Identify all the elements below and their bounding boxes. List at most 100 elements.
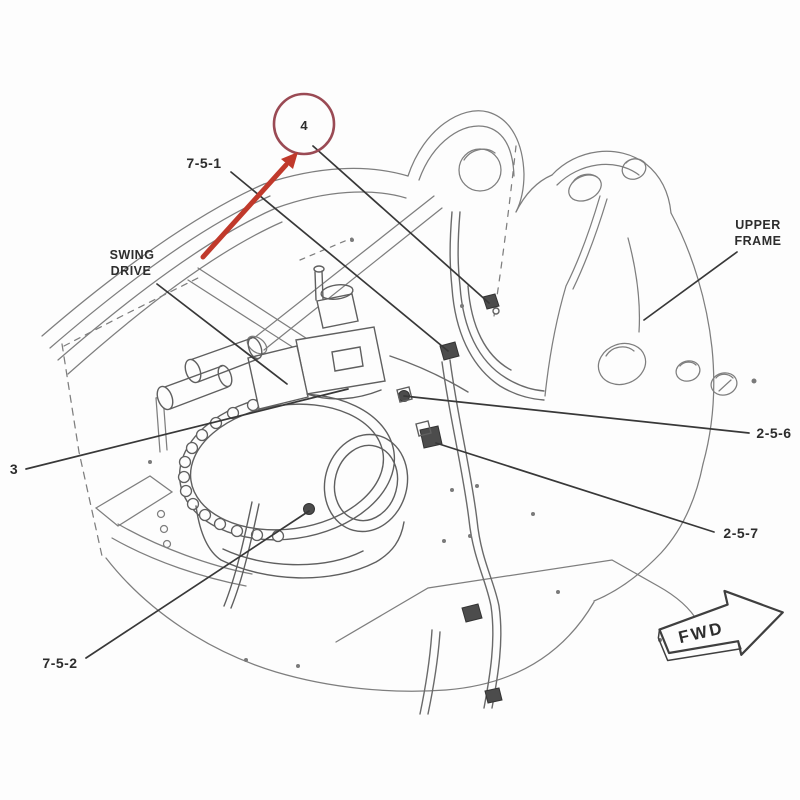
- callout-4-label: 4: [300, 118, 308, 133]
- breather-cap: [313, 265, 325, 273]
- callout-3-label: 3: [10, 461, 18, 477]
- callout-7-5-2-label: 7-5-2: [42, 655, 77, 671]
- frame-post: [155, 397, 161, 453]
- flange-bolt: [195, 428, 209, 442]
- callout-7-5-1-label: 7-5-1: [186, 155, 221, 171]
- port-cylinder-cap: [184, 358, 202, 384]
- tube-bundle: [457, 211, 545, 392]
- frame-hole: [675, 360, 701, 382]
- speck-dots: [148, 238, 662, 668]
- frame-beam-lower: [117, 523, 253, 575]
- drain-pipe: [449, 359, 502, 709]
- drain-pipe-branch: [419, 629, 433, 715]
- swing-drive-assembly: [156, 265, 409, 609]
- motor-hose: [389, 355, 469, 393]
- hose-loop-outer: [323, 433, 409, 533]
- frame-dash-tick: [299, 237, 353, 261]
- frame-hole-shade: [715, 373, 734, 379]
- swing-drive-label-line1: SWING: [110, 248, 155, 262]
- breather-stub: [314, 271, 317, 301]
- callout-labels: 7-5-1 4 3 2-5-6 2-5-7 7-5-2 SWING DRIVE …: [10, 118, 791, 671]
- drive-drum: [195, 505, 405, 579]
- leader-7-5-1: [230, 171, 449, 352]
- frame-hole: [458, 148, 502, 192]
- frame-right-lobe-inner: [556, 163, 640, 186]
- motor-detail: [331, 346, 364, 372]
- hydraulic-lines: [303, 211, 545, 715]
- drain-pipe-branch: [427, 631, 441, 715]
- leader-swing-drive: [156, 283, 288, 385]
- highlight-arrow-head: [281, 152, 298, 169]
- frame-plate: [94, 475, 174, 527]
- port-cylinder-cap: [156, 385, 174, 411]
- leader-4: [312, 145, 490, 304]
- frame-center-lobe: [407, 110, 525, 213]
- tube-clamp: [484, 687, 503, 704]
- callout-2-5-7-label: 2-5-7: [723, 525, 758, 541]
- frame-hole-shade: [463, 148, 496, 161]
- frame-hole-shade: [679, 361, 697, 367]
- upper-frame-label-line2: FRAME: [735, 234, 782, 248]
- flange-bolt: [230, 524, 244, 538]
- frame-right-lobe: [551, 150, 672, 214]
- flange-bolt: [177, 470, 191, 484]
- frame-top-edge: [263, 167, 409, 185]
- frame-hole-tick: [718, 379, 732, 392]
- frame-floor-step: [335, 559, 699, 643]
- flange-bolt-dark: [303, 503, 315, 515]
- valve-cap: [320, 284, 354, 300]
- tube-bundle: [449, 211, 545, 401]
- breather-stub: [321, 270, 324, 300]
- leader-3: [25, 388, 349, 470]
- frame-small-hole: [156, 509, 166, 519]
- frame-corner-dashed: [63, 277, 199, 347]
- tube-clamp-bolt: [492, 307, 500, 315]
- drive-drum-inner: [222, 548, 364, 566]
- tee-fitting-body: [396, 386, 413, 403]
- port-cylinder: [189, 337, 253, 361]
- fwd-arrow-depth: [657, 629, 742, 662]
- fwd-arrow: FWD: [657, 589, 784, 662]
- hose-loop-inner: [333, 444, 399, 522]
- swing-drive-label-line2: DRIVE: [111, 264, 152, 278]
- frame-hole: [621, 158, 647, 180]
- highlight-annotation: [200, 92, 336, 260]
- frame-ridge-line: [41, 183, 265, 337]
- frame-hole-shade: [625, 158, 646, 164]
- port-cylinder: [161, 365, 223, 389]
- frame-hole: [597, 342, 647, 386]
- tube-clamp: [482, 293, 500, 310]
- frame-left-edge-dashed: [61, 343, 103, 557]
- frame-center-lobe-inner: [418, 125, 515, 181]
- frame-hole: [710, 372, 738, 396]
- frame-ridge-line: [67, 221, 283, 375]
- frame-handrail: [544, 195, 601, 397]
- leader-2-5-7: [435, 442, 715, 533]
- frame-right-bulge: [593, 463, 704, 602]
- frame-saddle: [515, 174, 553, 213]
- port-cylinder-joint: [247, 336, 263, 360]
- flange-bolt: [213, 517, 227, 531]
- frame-handrail: [627, 237, 641, 333]
- frame-handrail: [572, 198, 608, 290]
- frame-small-hole: [162, 539, 172, 549]
- leader-7-5-2: [85, 510, 310, 659]
- fwd-arrow-shape: [658, 589, 784, 656]
- port-cylinder-joint: [217, 364, 233, 388]
- rivet-dot: [751, 378, 757, 384]
- callout-2-5-6-label: 2-5-6: [756, 425, 791, 441]
- frame-beam-endcap: [246, 335, 268, 355]
- frame-beam: [253, 195, 435, 339]
- elbow-fitting-nut: [415, 420, 432, 437]
- tube-clamp: [461, 603, 483, 623]
- tube-bundle: [467, 285, 512, 371]
- leader-upper-frame: [643, 251, 738, 321]
- swing-drive-flange: [178, 393, 396, 541]
- flange-bolt: [250, 528, 264, 542]
- frame-bottom-edge: [105, 557, 595, 692]
- flange-bolt: [226, 406, 240, 420]
- valve-block: [316, 293, 359, 329]
- frame-small-hole: [159, 524, 169, 534]
